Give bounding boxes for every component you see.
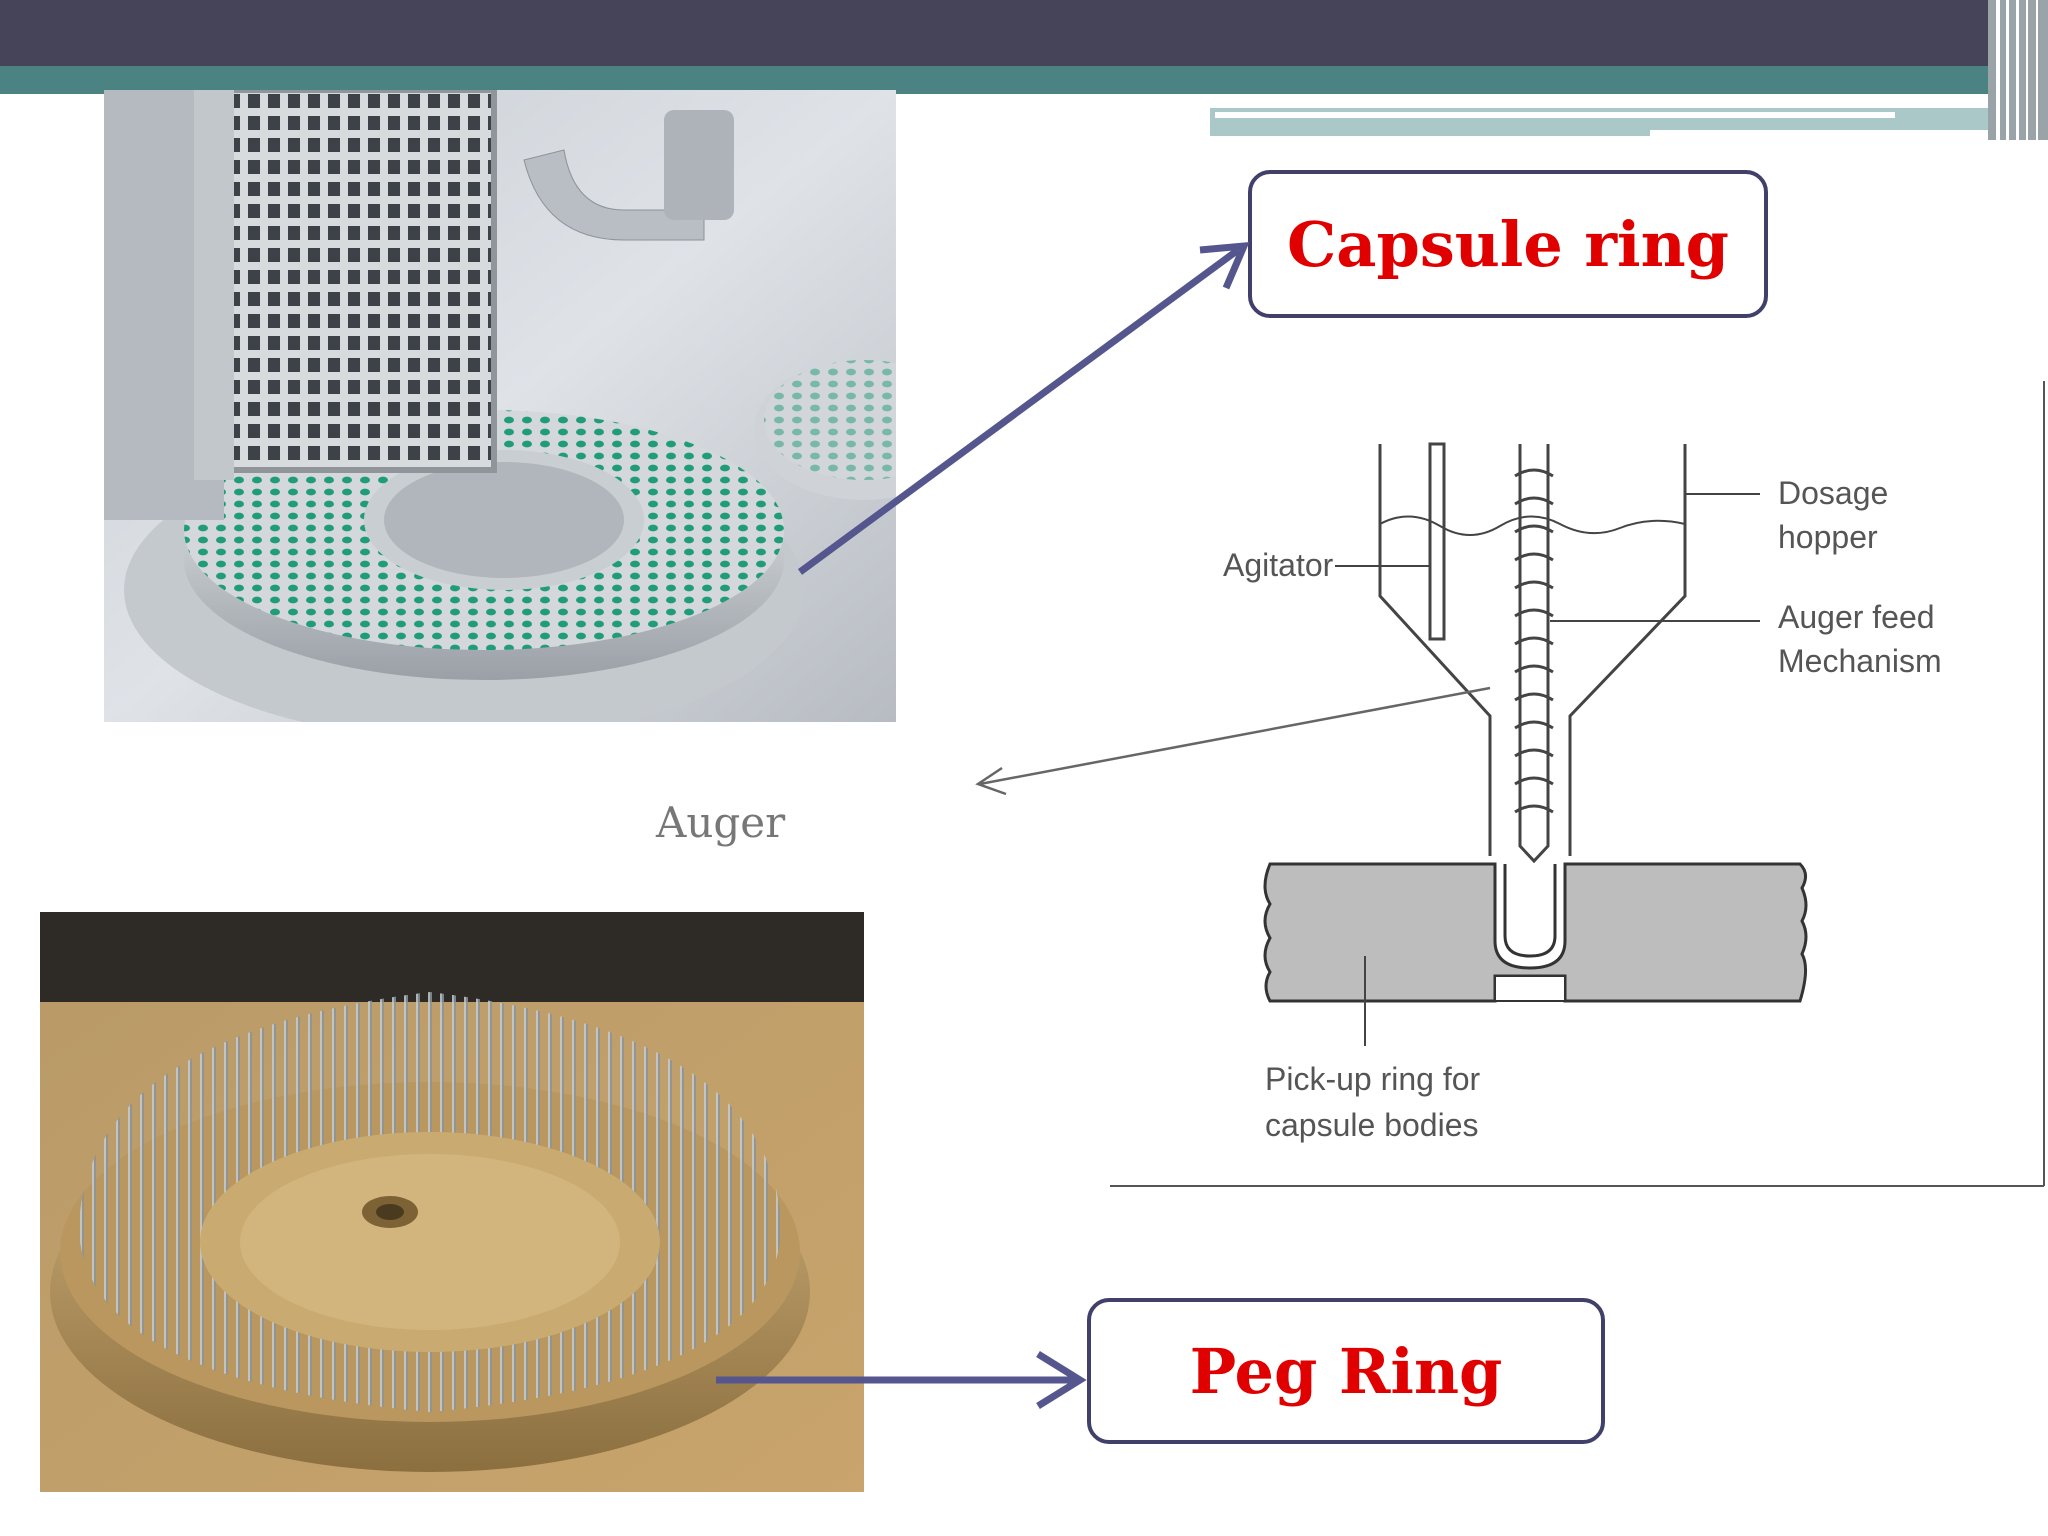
label-pickup-line2: capsule bodies <box>1265 1107 1478 1143</box>
label-agitator: Agitator <box>1223 547 1334 583</box>
peg-ring-callout: Peg Ring <box>1087 1298 1605 1444</box>
label-dosage: Dosage <box>1778 475 1888 511</box>
pickup-ring-shape <box>1263 862 1808 1003</box>
peg-ring-photo <box>40 912 864 1492</box>
diagram-leader-lines <box>1335 493 1760 1046</box>
label-pickup-line1: Pick-up ring for <box>1265 1061 1481 1097</box>
slide-accent-line-2 <box>1650 130 2010 136</box>
capsule-ring-photo <box>104 90 896 722</box>
label-mechanism: Mechanism <box>1778 643 1942 679</box>
slide-accent-line <box>1215 112 1895 118</box>
capsule-ring-callout: Capsule ring <box>1248 170 1768 318</box>
agitator-rod <box>1428 442 1446 641</box>
auger-caption: Auger <box>656 798 786 847</box>
capsule-ring-label: Capsule ring <box>1286 207 1730 281</box>
slide-header-bar <box>0 0 2048 66</box>
auger-feed-diagram: Dosage hopper Agitator Auger feed Mechan… <box>1110 381 2045 1187</box>
dosage-hopper-shape <box>1378 444 1687 856</box>
label-auger-feed: Auger feed <box>1778 599 1935 635</box>
auger-shaft <box>1514 444 1554 864</box>
peg-ring-label: Peg Ring <box>1189 1334 1503 1408</box>
label-hopper: hopper <box>1778 519 1878 555</box>
slide-corner-stripes <box>1988 0 2048 140</box>
